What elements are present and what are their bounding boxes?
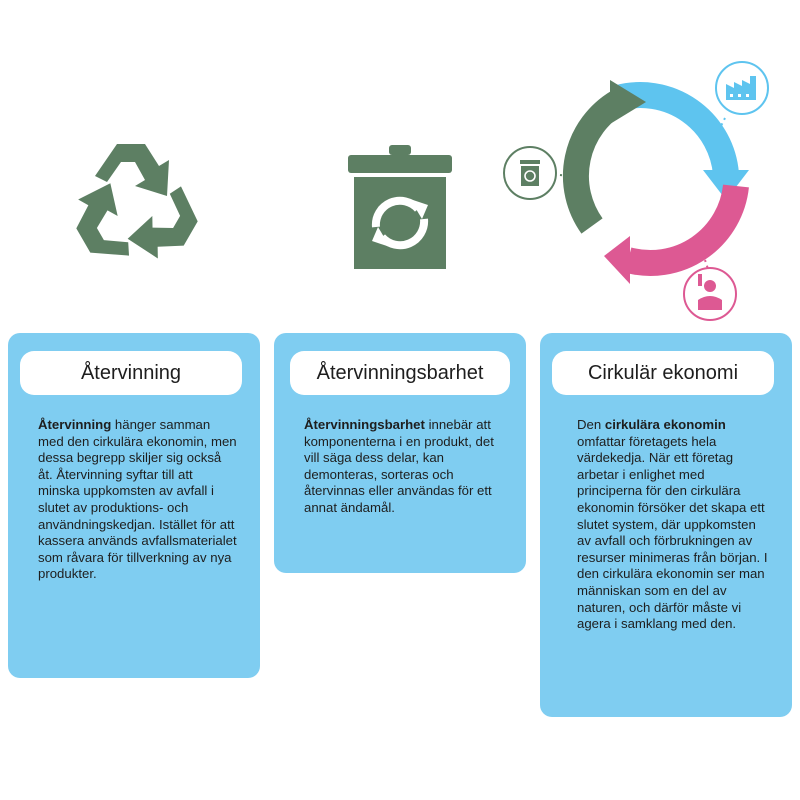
card-title: Återvinningsbarhet [290, 351, 510, 395]
card-atervinning: Återvinning Återvinning hänger samman me… [8, 333, 260, 678]
card-title: Cirkulär ekonomi [552, 351, 774, 395]
recycle-icon [62, 133, 209, 279]
card-text-prefix: Den [577, 417, 605, 432]
recycle-bin-icon [346, 143, 454, 269]
circular-economy-cycle-icon [500, 60, 770, 330]
card-text-rest: innebär att komponenterna i en produkt, … [304, 417, 494, 515]
card-text: Återvinningsbarhet innebär att komponent… [304, 417, 504, 517]
card-cirkular-ekonomi: Cirkulär ekonomi Den cirkulära ekonomin … [540, 333, 792, 717]
card-text: Återvinning hänger samman med den cirkul… [38, 417, 238, 583]
card-text-rest: omfattar företagets hela värdekedja. När… [577, 433, 768, 632]
card-text-rest: hänger samman med den cirkulära ekonomin… [38, 417, 237, 582]
card-atervinningsbarhet: Återvinningsbarhet Återvinningsbarhet in… [274, 333, 526, 573]
card-text-bold: cirkulära ekonomin [604, 417, 726, 432]
card-text: Den cirkulära ekonomin omfattar företage… [577, 417, 769, 633]
card-text-bold: Återvinningsbarhet [304, 417, 425, 432]
card-text-bold: Återvinning [38, 417, 112, 432]
card-title: Återvinning [20, 351, 242, 395]
